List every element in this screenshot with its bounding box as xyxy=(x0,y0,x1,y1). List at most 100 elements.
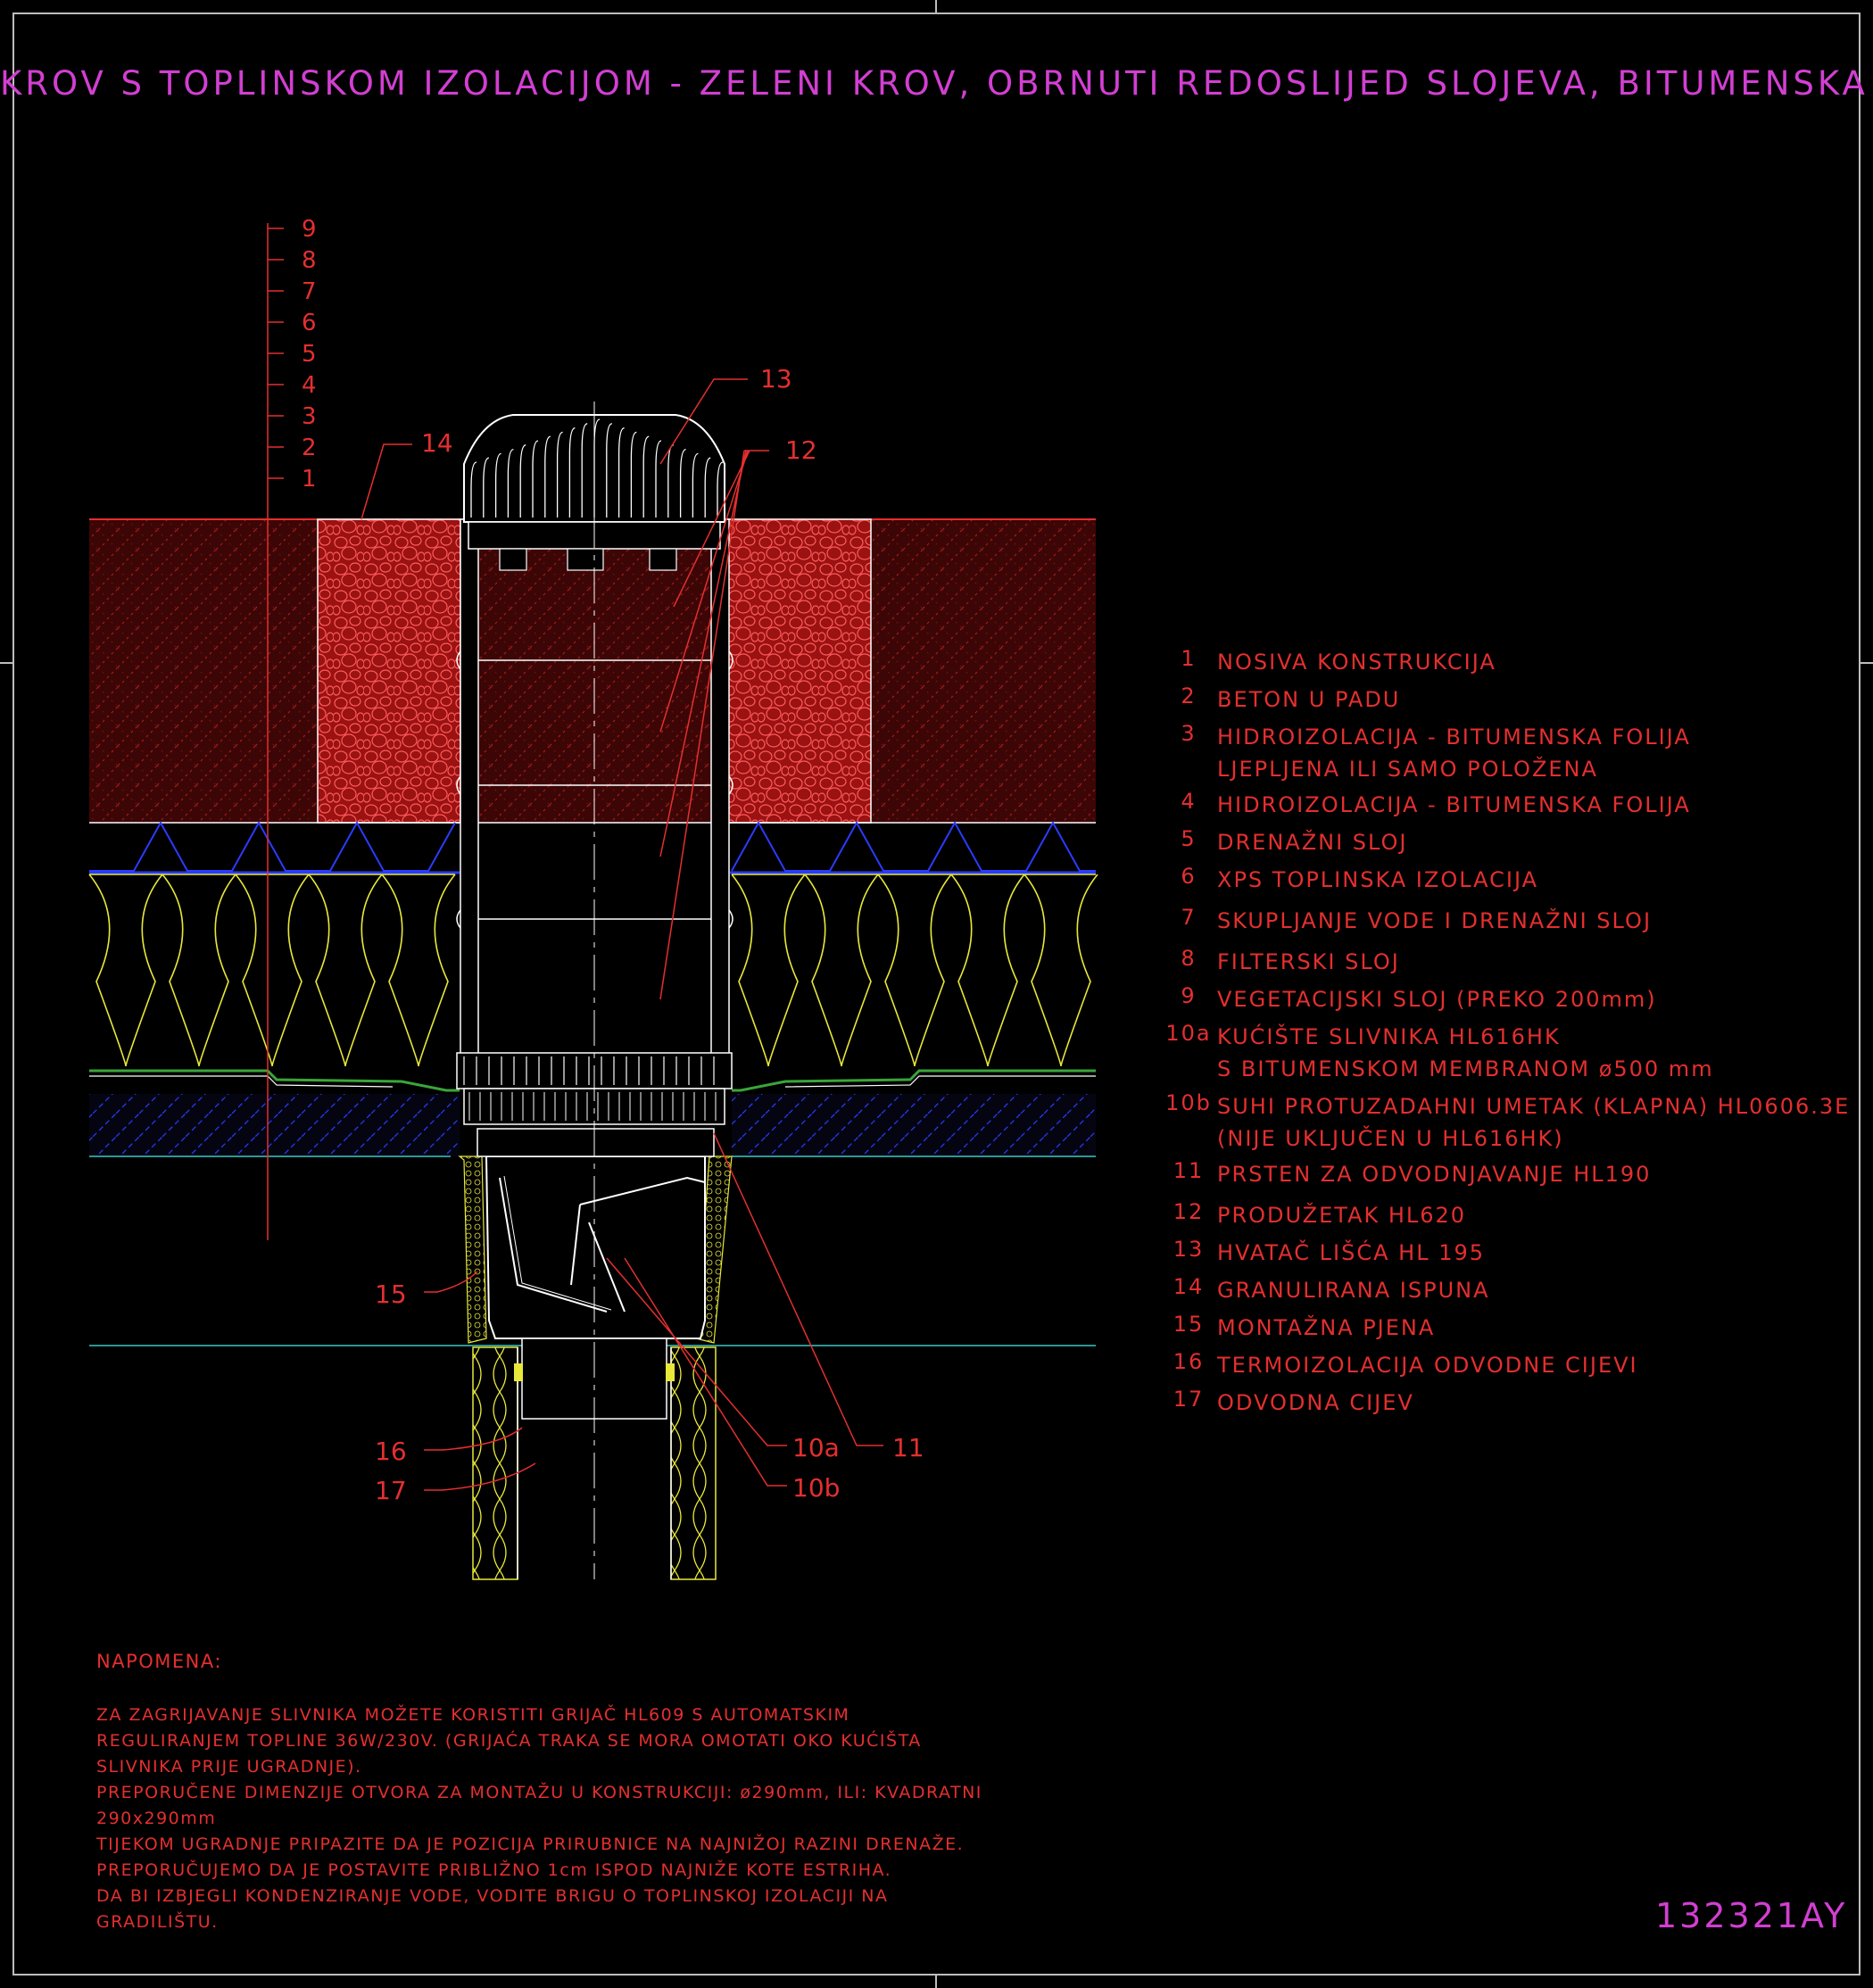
pipe-seal-right xyxy=(666,1363,675,1381)
legend-item: 11 PRSTEN ZA ODVODNJAVANJE HL190 xyxy=(1160,1158,1651,1190)
legend-text: TERMOIZOLACIJA ODVODNE CIJEVI xyxy=(1217,1349,1638,1381)
legend-text-line: BETON U PADU xyxy=(1217,687,1401,712)
xps-insulation-pattern xyxy=(88,874,1098,1067)
legend-text: HIDROIZOLACIJA - BITUMENSKA FOLIJA LJEPLJ… xyxy=(1217,721,1691,785)
scale-label: 4 xyxy=(302,372,317,399)
drawing-title: KROV S TOPLINSKOM IZOLACIJOM - ZELENI KR… xyxy=(0,64,1873,103)
legend-item: 3 HIDROIZOLACIJA - BITUMENSKA FOLIJA LJEPL… xyxy=(1160,721,1691,785)
legend-item: 13 HVATAČ LIŠĆA HL 195 xyxy=(1160,1237,1485,1269)
legend-number: 5 xyxy=(1181,826,1197,851)
legend-number: 4 xyxy=(1181,789,1197,814)
callout-16: 16 xyxy=(375,1437,407,1466)
mounting-foam-left xyxy=(458,1156,487,1344)
anti-odor-flap xyxy=(499,1176,706,1313)
callout-17: 17 xyxy=(375,1476,407,1505)
pipe-insulation-right xyxy=(670,1346,717,1580)
legend-text-line: HVATAČ LIŠĆA HL 195 xyxy=(1217,1240,1486,1265)
flap-inner xyxy=(503,1175,612,1311)
callout-10b: 10b xyxy=(792,1473,840,1503)
legend-text: HIDROIZOLACIJA - BITUMENSKA FOLIJA xyxy=(1217,789,1691,821)
notes: NAPOMENA: ZA ZAGRIJAVANJE SLIVNIKA MOŽET… xyxy=(96,1651,998,1935)
legend-number: 1 xyxy=(1181,646,1197,671)
legend-text-line: PRSTEN ZA ODVODNJAVANJE HL190 xyxy=(1217,1162,1652,1187)
drawing-code: 132321AY xyxy=(1655,1896,1848,1935)
legend-text-line: XPS TOPLINSKA IZOLACIJA xyxy=(1217,867,1539,892)
leaf-guard-foot xyxy=(567,548,604,571)
drain-housing xyxy=(485,1156,706,1339)
note-line: REGULIRANJEM TOPLINE 36W/230V. (GRIJAĆA … xyxy=(96,1731,922,1751)
extension-wall-left xyxy=(460,518,479,1056)
legend-text: NOSIVA KONSTRUKCIJA xyxy=(1217,646,1496,678)
legend-text-line: (NIJE UKLJUČEN U HL616HK) xyxy=(1217,1126,1564,1151)
legend-text: HVATAČ LIŠĆA HL 195 xyxy=(1217,1237,1485,1269)
legend-text-line: TERMOIZOLACIJA ODVODNE CIJEVI xyxy=(1217,1353,1638,1378)
scale-label: 8 xyxy=(302,247,317,274)
legend-text-line: LJEPLJENA ILI SAMO POLOŽENA xyxy=(1217,757,1598,782)
legend-number: 11 xyxy=(1173,1158,1205,1183)
legend-text: GRANULIRANA ISPUNA xyxy=(1217,1274,1490,1306)
granular-fill-left xyxy=(317,518,461,824)
drain-housing-top xyxy=(477,1128,715,1157)
legend-text: PRSTEN ZA ODVODNJAVANJE HL190 xyxy=(1217,1158,1651,1190)
frame-tick-right xyxy=(1861,662,1873,664)
drainage-layer-left xyxy=(89,820,456,872)
legend-number: 10a xyxy=(1165,1021,1212,1046)
scale-label: 9 xyxy=(302,216,317,243)
drainage-layer-right xyxy=(731,820,1096,872)
scale-label: 3 xyxy=(302,403,317,430)
scale-label: 5 xyxy=(302,341,317,368)
callout-11: 11 xyxy=(892,1433,924,1462)
legend-text-line: VEGETACIJSKI SLOJ (PREKO 200mm) xyxy=(1217,987,1657,1012)
legend-text-line: PRODUŽETAK HL620 xyxy=(1217,1203,1467,1228)
legend-text: XPS TOPLINSKA IZOLACIJA xyxy=(1217,864,1538,896)
frame-tick-bottom xyxy=(935,1976,937,1988)
frame-tick-left xyxy=(0,662,12,664)
legend-text-line: HIDROIZOLACIJA - BITUMENSKA FOLIJA xyxy=(1217,725,1691,750)
legend-number: 6 xyxy=(1181,864,1197,889)
notes-body: ZA ZAGRIJAVANJE SLIVNIKA MOŽETE KORISTIT… xyxy=(96,1702,998,1935)
note-line: PREPORUČENE DIMENZIJE OTVORA ZA MONTAŽU … xyxy=(96,1783,982,1802)
scale-label: 1 xyxy=(302,466,317,493)
legend-number: 15 xyxy=(1173,1312,1205,1337)
callout-13: 13 xyxy=(760,364,792,393)
legend-number: 9 xyxy=(1181,983,1197,1008)
legend-item: 4 HIDROIZOLACIJA - BITUMENSKA FOLIJA xyxy=(1160,789,1691,821)
note-line: PREPORUČUJEMO DA JE POSTAVITE PRIBLIŽNO … xyxy=(96,1860,892,1880)
legend-item: 14 GRANULIRANA ISPUNA xyxy=(1160,1274,1490,1306)
legend-number: 3 xyxy=(1181,721,1197,746)
scale-label: 2 xyxy=(302,435,317,461)
note-line: DA BI IZBJEGLI KONDENZIRANJE VODE, VODIT… xyxy=(96,1886,889,1906)
note-line: SLIVNIKA PRIJE UGRADNJE). xyxy=(96,1757,362,1777)
legend-item: 1 NOSIVA KONSTRUKCIJA xyxy=(1160,646,1496,678)
drain-flange-slots xyxy=(468,1092,717,1121)
legend-item: 16 TERMOIZOLACIJA ODVODNE CIJEVI xyxy=(1160,1349,1638,1381)
legend-text: SUHI PROTUZADAHNI UMETAK (KLAPNA) HL0606… xyxy=(1217,1090,1850,1155)
legend-item: 6 XPS TOPLINSKA IZOLACIJA xyxy=(1160,864,1538,896)
notes-title: NAPOMENA: xyxy=(96,1651,222,1672)
legend-number: 14 xyxy=(1173,1274,1205,1299)
legend-text-line: SUHI PROTUZADAHNI UMETAK (KLAPNA) HL0606… xyxy=(1217,1094,1851,1119)
callout-leaders xyxy=(361,378,883,1491)
pipe-seal-left xyxy=(514,1363,523,1381)
legend-text: PRODUŽETAK HL620 xyxy=(1217,1199,1466,1231)
leaf-guard-foot xyxy=(499,548,527,571)
pipe-insulation-left xyxy=(472,1346,518,1580)
callout-14: 14 xyxy=(421,428,453,458)
legend-text-line: SKUPLJANJE VODE I DRENAŽNI SLOJ xyxy=(1217,908,1653,933)
callout-10a: 10a xyxy=(792,1433,840,1462)
membrane-right-inner xyxy=(784,1075,1096,1088)
legend-text-line: NOSIVA KONSTRUKCIJA xyxy=(1217,650,1496,675)
legend-number: 13 xyxy=(1173,1237,1205,1262)
legend-number: 16 xyxy=(1173,1349,1205,1374)
leaf-guard-foot xyxy=(649,548,677,571)
